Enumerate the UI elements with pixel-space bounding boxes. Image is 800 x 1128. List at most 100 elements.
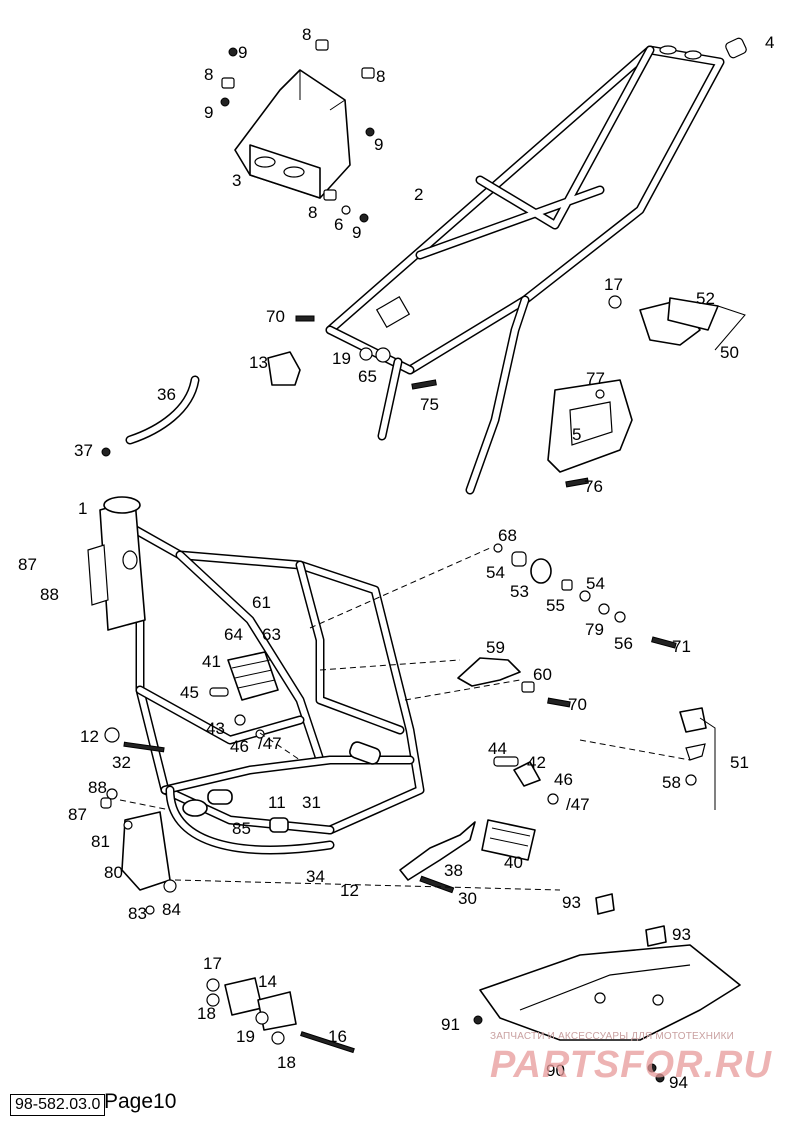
- callout-50: 50: [720, 343, 739, 362]
- callout-11: 11: [268, 793, 286, 812]
- callout-83: 83: [128, 904, 147, 923]
- engine-mount-plates: [206, 977, 355, 1054]
- callout-41: 41: [202, 652, 221, 671]
- footpeg-right: [399, 756, 559, 894]
- callout-14: 14: [258, 972, 277, 991]
- callout-9b: 9: [204, 103, 213, 122]
- callout-65: 65: [358, 367, 377, 386]
- callout-5: 5: [572, 425, 581, 444]
- side-bracket-5: [547, 379, 633, 488]
- spacers: [493, 543, 677, 649]
- page-label: Page10: [104, 1090, 177, 1113]
- callout-9a: 9: [238, 43, 247, 62]
- callout-63: 63: [262, 625, 281, 644]
- callout-31: 31: [302, 793, 321, 812]
- callout-13: 13: [249, 353, 268, 372]
- callout-36: 36: [157, 385, 176, 404]
- callout-18a: 18: [197, 1004, 216, 1023]
- callout-71: 71: [672, 637, 691, 656]
- battery-box[interactable]: [234, 69, 351, 199]
- callout-16: 16: [328, 1027, 347, 1046]
- callout-70b: 70: [568, 695, 587, 714]
- callout-9d: 9: [352, 223, 361, 242]
- callout-42: 42: [527, 753, 546, 772]
- watermark-logo: PARTSFOR.RU: [490, 1044, 772, 1086]
- callout-79: 79: [585, 620, 604, 639]
- callout-53: 53: [510, 582, 529, 601]
- callout-6: 6: [334, 215, 343, 234]
- callout-81: 81: [91, 832, 110, 851]
- callout-9c: 9: [374, 135, 383, 154]
- callout-3: 3: [232, 171, 241, 190]
- callout-77: 77: [586, 369, 605, 388]
- callout-84: 84: [162, 900, 181, 919]
- callout-17b: 17: [203, 954, 222, 973]
- callout-30: 30: [458, 889, 477, 908]
- callout-52: 52: [696, 289, 715, 308]
- callout-8d: 8: [308, 203, 317, 222]
- callout-46a: 46: [230, 737, 249, 756]
- callout-labels: 1 2 3 4 5 6 8 8 8 8 9 9 9 9 11 12 12 13 …: [18, 25, 774, 1092]
- footpeg-left: [209, 651, 279, 739]
- callout-64: 64: [224, 625, 243, 644]
- callout-54b: 54: [586, 574, 605, 593]
- callout-75: 75: [420, 395, 439, 414]
- grommet: [725, 37, 747, 59]
- passenger-footrest: [608, 295, 746, 351]
- callout-40: 40: [504, 853, 523, 872]
- subframe[interactable]: [325, 45, 725, 495]
- callout-70a: 70: [266, 307, 285, 326]
- side-stand: [679, 707, 716, 810]
- callout-54a: 54: [486, 563, 505, 582]
- assembly-lines: [119, 547, 691, 891]
- callout-8c: 8: [376, 67, 385, 86]
- vent-hose-36: [101, 375, 200, 457]
- callout-37: 37: [74, 441, 93, 460]
- callout-19b: 19: [236, 1027, 255, 1046]
- callout-1: 1: [78, 499, 87, 518]
- callout-93a: 93: [562, 893, 581, 912]
- callout-12a: 12: [80, 727, 99, 746]
- callout-47b: /47: [566, 795, 590, 814]
- callout-56: 56: [614, 634, 633, 653]
- callout-93b: 93: [672, 925, 691, 944]
- callout-18b: 18: [277, 1053, 296, 1072]
- callout-87b: 87: [68, 805, 87, 824]
- rubber-mounts: [220, 39, 375, 223]
- callout-17a: 17: [604, 275, 623, 294]
- callout-90: 90: [546, 1061, 565, 1080]
- callout-8b: 8: [204, 65, 213, 84]
- callout-88b: 88: [88, 778, 107, 797]
- callout-32: 32: [112, 753, 131, 772]
- callout-60: 60: [533, 665, 552, 684]
- skid-plate: [473, 893, 741, 1083]
- callout-34: 34: [306, 867, 325, 886]
- callout-61: 61: [252, 593, 271, 612]
- subframe-bolts: [295, 315, 437, 390]
- callout-88a: 88: [40, 585, 59, 604]
- callout-44: 44: [488, 739, 507, 758]
- callout-68: 68: [498, 526, 517, 545]
- callout-87a: 87: [18, 555, 37, 574]
- callout-38: 38: [444, 861, 463, 880]
- drawing-code: 98-582.03.0: [10, 1094, 106, 1116]
- bumper-13: [267, 351, 301, 386]
- callout-58: 58: [662, 773, 681, 792]
- callout-8a: 8: [302, 25, 311, 44]
- callout-45: 45: [180, 683, 199, 702]
- heel-guard: [457, 657, 571, 708]
- callout-46b: 46: [554, 770, 573, 789]
- callout-85: 85: [232, 819, 251, 838]
- watermark-caption: ЗАПЧАСТИ И АКСЕССУАРЫ ДЛЯ МОТОТЕХНИКИ: [490, 1031, 735, 1042]
- callout-12b: 12: [340, 881, 359, 900]
- callout-47a: /47: [258, 734, 282, 753]
- callout-43: 43: [206, 719, 225, 738]
- callout-2: 2: [414, 185, 423, 204]
- callout-76: 76: [584, 477, 603, 496]
- callout-80: 80: [104, 863, 123, 882]
- swingarm-bolt-front: [104, 727, 165, 753]
- chain-slider: [100, 788, 177, 915]
- callout-19a: 19: [332, 349, 351, 368]
- callout-4: 4: [765, 33, 774, 52]
